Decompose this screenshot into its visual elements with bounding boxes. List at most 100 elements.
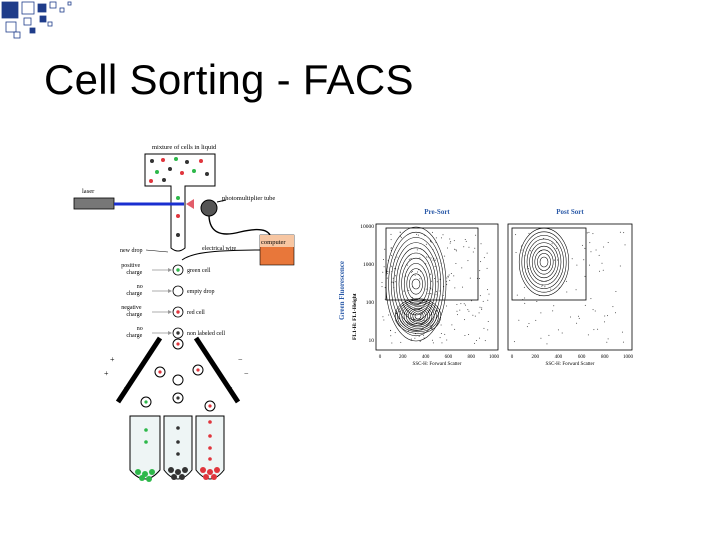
event-dot [483, 327, 485, 329]
event-dot [515, 234, 517, 236]
event-dot [551, 243, 553, 245]
event-dot [523, 286, 525, 288]
event-dot [419, 302, 421, 304]
charge-label: no [137, 284, 143, 290]
x-tick-label: 600 [445, 355, 453, 360]
event-dot [544, 286, 546, 288]
event-dot [524, 297, 526, 299]
event-dot [461, 267, 463, 269]
facs-diagram: mixture of cells in liquid laser photomu… [73, 144, 295, 482]
event-dot [482, 300, 484, 302]
wire-label: electrical wire [202, 246, 236, 252]
event-dot [430, 328, 432, 330]
corner-square [23, 17, 32, 26]
event-dot [521, 249, 523, 251]
corner-square [29, 27, 36, 34]
event-dot [432, 259, 434, 261]
event-dot [431, 280, 433, 282]
event-dot [408, 258, 410, 260]
event-dot [446, 277, 448, 279]
density-contour [412, 311, 424, 321]
event-dot [431, 339, 433, 341]
svg-text:−: − [238, 355, 243, 364]
event-dot [518, 319, 520, 321]
event-dot [566, 280, 568, 282]
event-dot [430, 293, 432, 295]
event-dot [425, 243, 427, 245]
deflection-plate-right [193, 336, 241, 404]
event-dot [516, 294, 518, 296]
x-tick-label: 400 [422, 355, 430, 360]
sort-gate [385, 227, 479, 301]
x-tick-label: 800 [601, 355, 609, 360]
event-dot [436, 291, 438, 293]
event-dot [619, 265, 621, 267]
density-contour [414, 312, 422, 320]
event-dot [455, 250, 457, 252]
density-contour [408, 307, 428, 325]
event-dot [389, 330, 391, 332]
event-dot [487, 299, 489, 301]
event-dot [460, 303, 462, 305]
event-dot [456, 303, 458, 305]
event-dot [557, 329, 559, 331]
event-dot [430, 288, 432, 290]
event-dot [594, 310, 596, 312]
event-dot [612, 306, 614, 308]
event-dot [427, 256, 429, 258]
density-contour [388, 231, 444, 337]
event-dot [418, 335, 420, 337]
event-dot [394, 332, 396, 334]
event-dot [465, 240, 467, 242]
event-dot [607, 338, 609, 340]
event-dot [615, 312, 617, 314]
event-dot [528, 322, 530, 324]
event-dot [390, 239, 392, 241]
svg-text:−: − [244, 369, 249, 378]
event-dot [583, 259, 585, 261]
event-dot [426, 256, 428, 258]
collection-tube-red [195, 415, 225, 480]
x-tick-label: 1000 [623, 355, 634, 360]
event-dot [446, 284, 448, 286]
event-dot [472, 251, 474, 253]
event-dot [400, 237, 402, 239]
density-contour [401, 303, 435, 329]
svg-text:−: − [228, 383, 233, 392]
event-dot [434, 277, 436, 279]
event-dot [444, 255, 446, 257]
event-dot [624, 244, 626, 246]
event-dot [474, 342, 476, 344]
event-dot [395, 313, 397, 315]
result-label: empty drop [187, 289, 215, 295]
corner-square-pattern [1, 1, 72, 39]
event-dot [478, 278, 480, 280]
corner-square [13, 31, 21, 39]
event-dot [515, 251, 517, 253]
panel-title: Pre-Sort [424, 208, 450, 216]
x-tick-label: 800 [467, 355, 475, 360]
event-dot [595, 249, 597, 251]
density-contour [537, 253, 551, 271]
event-dot [479, 270, 481, 272]
event-dot [522, 299, 524, 301]
sort-gate [511, 227, 587, 301]
x-axis-label: SSC-H: Forward Scatter [413, 362, 462, 367]
event-dot [481, 307, 483, 309]
x-tick-label: 400 [555, 355, 563, 360]
event-dot [425, 288, 427, 290]
collection-tube-green [129, 415, 161, 482]
density-contour [410, 309, 426, 323]
event-dot [427, 293, 429, 295]
event-dot [478, 312, 480, 314]
event-dot [405, 275, 407, 277]
corner-square [37, 3, 47, 13]
event-dot [548, 334, 550, 336]
event-dot [476, 277, 478, 279]
density-contour [521, 231, 567, 293]
event-dot [598, 254, 600, 256]
event-dot [467, 260, 469, 262]
event-dot [475, 234, 477, 236]
svg-text:+: + [124, 383, 129, 392]
y-tick-label: 10 [369, 338, 375, 344]
